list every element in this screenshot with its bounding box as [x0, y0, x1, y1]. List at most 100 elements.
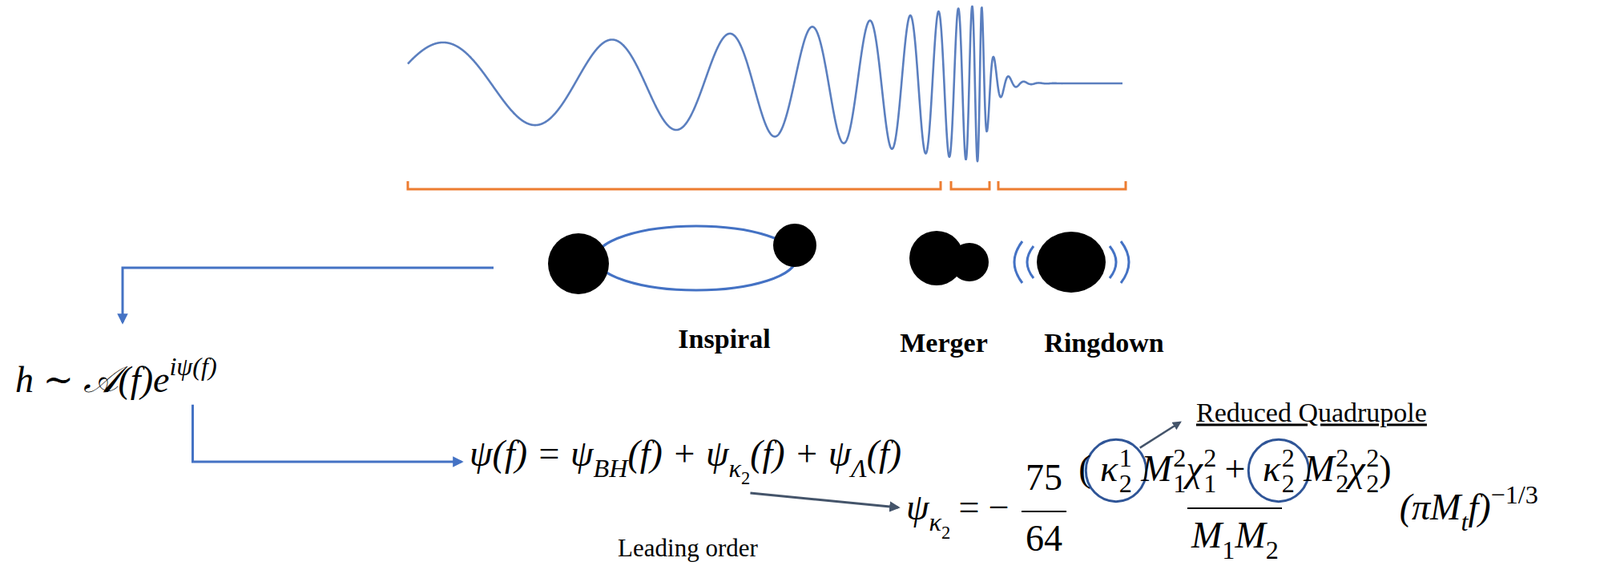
- formula-text: 2: [1203, 444, 1217, 471]
- highlight-circle: [1248, 439, 1309, 501]
- formula-text: 2: [941, 522, 951, 543]
- stage-label: Ringdown: [1043, 326, 1164, 359]
- fraction: 7564: [1021, 453, 1066, 570]
- subscript: 2: [941, 522, 951, 543]
- ringdown-wave-arc: [1027, 245, 1034, 279]
- formula-text: Λ: [850, 453, 867, 483]
- index-stack: 22: [1366, 444, 1379, 496]
- formula-text: χ: [1185, 447, 1202, 489]
- fraction: (κ12M21χ21+κ22M22χ22)M1M2: [1075, 440, 1396, 578]
- formula-text: κ: [929, 507, 942, 537]
- formula-text: κ: [1262, 447, 1281, 489]
- formula-text: +: [1224, 447, 1246, 489]
- formula-text: κ: [729, 453, 742, 483]
- subscript: 1: [1221, 535, 1235, 565]
- circled-term: κ12: [1091, 444, 1142, 496]
- annotation-label: Reduced Quadrupole: [1196, 396, 1427, 428]
- formula-text: 1: [1172, 470, 1186, 496]
- formula-text: 2: [741, 467, 750, 488]
- subscript: Λ: [850, 453, 867, 483]
- formula-text: M: [1140, 447, 1172, 489]
- formula-text: = −: [958, 486, 1009, 528]
- formula-text: ): [1378, 447, 1391, 489]
- orbit: [596, 225, 797, 291]
- formula-text: 1: [1119, 444, 1133, 471]
- circled-term: κ22: [1253, 444, 1305, 496]
- formula-text: M: [1234, 514, 1266, 556]
- ringdown-wave-arc: [1109, 245, 1117, 279]
- numerator: (κ12M21χ21+κ22M22χ22): [1075, 440, 1396, 508]
- inspiral-arrow: [122, 267, 494, 323]
- formula-text: 2: [1281, 470, 1295, 496]
- formula-text: 2: [1265, 535, 1279, 565]
- waveform: [407, 6, 1123, 162]
- connector-arrow: [193, 404, 462, 462]
- merging-black-hole: [950, 242, 989, 282]
- formula-text: M: [1191, 514, 1222, 556]
- ringdown-bracket: [998, 181, 1126, 190]
- formula-text: 2: [1172, 444, 1186, 471]
- remnant-black-hole: [1036, 231, 1106, 293]
- black-hole: [773, 223, 817, 267]
- formula-text: 2: [1281, 444, 1295, 471]
- formula-text: 2: [1335, 470, 1349, 496]
- formula-text: f): [1467, 486, 1491, 528]
- subscript: t: [1460, 507, 1468, 537]
- superscript: −1/3: [1490, 479, 1538, 509]
- merger-bracket: [951, 181, 990, 190]
- denominator: 64: [1021, 510, 1066, 569]
- connector-arrow: [749, 492, 899, 508]
- formula-text: κ: [1100, 447, 1118, 489]
- denominator: M1M2: [1187, 507, 1282, 578]
- formula-box: ψκ2= −7564(κ12M21χ21+κ22M22χ22)M1M2(πMtf…: [906, 440, 1539, 578]
- formula-text: (: [1078, 447, 1091, 489]
- edge-label: Leading order: [615, 533, 761, 563]
- ringdown-wave-arc: [1120, 241, 1129, 283]
- superscript: iψ(f): [169, 351, 217, 381]
- formula-text: 1: [1203, 470, 1217, 496]
- index-stack: 21: [1203, 444, 1217, 496]
- formula-text: ψ(f) = ψ: [469, 432, 594, 474]
- formula-text: −1/3: [1490, 479, 1538, 509]
- formula-text: 64: [1025, 517, 1063, 559]
- ringdown-wave-arc: [1014, 241, 1023, 283]
- subscript: 2: [741, 467, 750, 488]
- formula-text: 2: [1366, 470, 1379, 496]
- formula-box: ψ(f) = ψBH(f) + ψκ2(f) + ψΛ(f): [469, 435, 902, 488]
- formula-text: 1: [1221, 535, 1235, 565]
- stage-label: Merger: [899, 326, 988, 359]
- formula-text: iψ(f): [169, 351, 217, 381]
- formula-text: 2: [1335, 444, 1349, 471]
- formula-text: BH: [593, 453, 629, 483]
- subscript: κ2: [929, 507, 952, 537]
- stage-label: Inspiral: [677, 322, 770, 355]
- formula-text: ψ: [906, 486, 930, 528]
- index-stack: 22: [1335, 444, 1349, 496]
- numerator: 75: [1021, 453, 1066, 511]
- formula-text: 2: [1119, 470, 1133, 496]
- subscript: κ2: [729, 453, 751, 483]
- subscript: BH: [593, 453, 629, 483]
- formula-text: (f) + ψ: [628, 432, 730, 474]
- black-hole: [548, 233, 609, 295]
- formula-text: 2: [1366, 444, 1379, 471]
- formula-text: M: [1303, 447, 1335, 489]
- formula-box: h ∼ 𝒜(f)eiψ(f): [15, 353, 218, 399]
- index-stack: 21: [1172, 444, 1186, 496]
- highlight-circle: [1085, 439, 1146, 501]
- index-stack: 12: [1119, 444, 1133, 496]
- formula-text: χ: [1348, 447, 1365, 489]
- formula-text: (f): [866, 432, 902, 474]
- subscript: 2: [1265, 535, 1279, 565]
- formula-text: (f) + ψ: [749, 432, 851, 474]
- formula-text: (πM: [1399, 486, 1462, 528]
- index-stack: 22: [1281, 444, 1295, 496]
- formula-text: t: [1460, 507, 1468, 537]
- formula-text: h ∼ 𝒜(f)e: [15, 358, 170, 400]
- inspiral-bracket: [407, 181, 941, 190]
- formula-text: 75: [1025, 456, 1063, 498]
